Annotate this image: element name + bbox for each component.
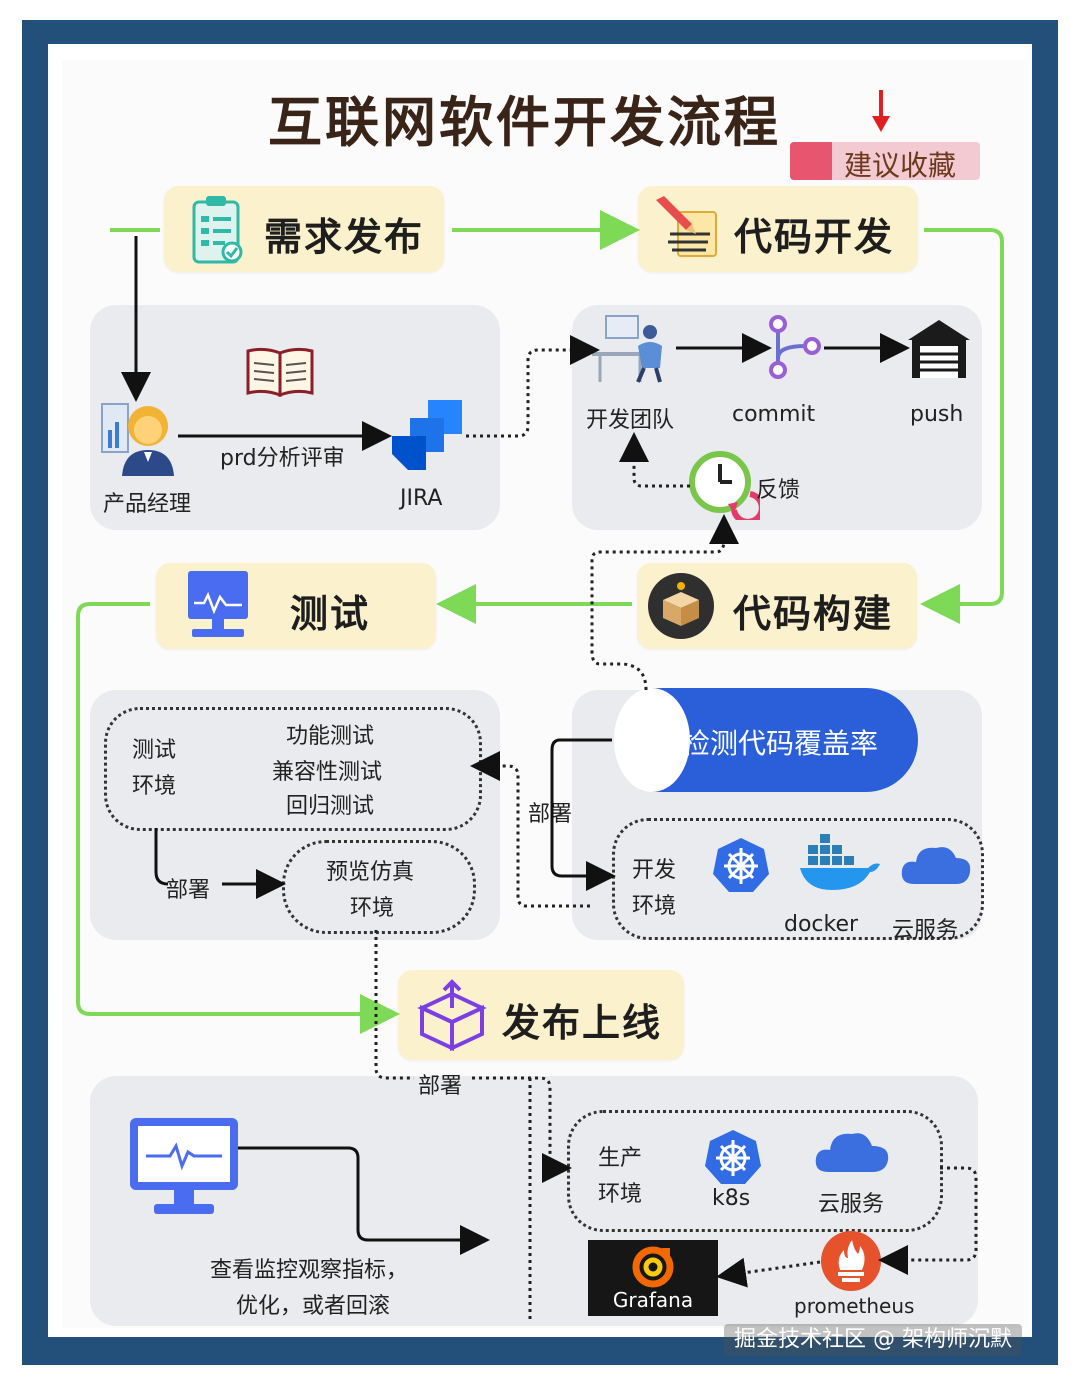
pencil-notes-icon: [650, 194, 722, 264]
git-branch-icon: [762, 314, 824, 380]
stage-coding: 代码开发: [638, 186, 918, 272]
open-book-icon: [244, 345, 316, 399]
bookmark-badge: 建议收藏: [790, 142, 980, 182]
prometheus-icon: [820, 1230, 882, 1292]
jira-label: JIRA: [400, 486, 443, 511]
stage-test-label: 测试: [290, 592, 371, 636]
page-title: 互联网软件开发流程: [268, 91, 781, 154]
jira-icon: [388, 398, 466, 472]
stage-requirement-label: 需求发布: [264, 215, 425, 259]
prod-env-label-1: 生产: [598, 1146, 643, 1171]
feedback-label: 反馈: [756, 478, 801, 503]
prod-cloud-icon: [812, 1126, 892, 1176]
build-deploy-label: 部署: [528, 802, 573, 827]
stage-build: 代码构建: [637, 563, 917, 649]
coverage-cylinder: [612, 686, 920, 794]
stage-requirement: 需求发布: [164, 186, 444, 272]
monitor-label-2: 优化，或者回滚: [236, 1294, 391, 1319]
preview-env-label-2: 环境: [350, 896, 395, 921]
test-monitor-icon: [186, 569, 250, 643]
grafana-icon: [632, 1246, 674, 1288]
release-deploy-label: 部署: [418, 1074, 463, 1099]
push-label: push: [910, 402, 964, 427]
stage-test: 测试: [156, 563, 436, 649]
k8s-icon: [704, 1128, 762, 1186]
dev-env-label-1: 开发: [632, 858, 677, 883]
regression-test-label: 回归测试: [286, 794, 375, 819]
prometheus-label: prometheus: [794, 1294, 915, 1318]
release-panel: [90, 1076, 978, 1326]
stage-release: 发布上线: [398, 970, 684, 1060]
docker-label: docker: [784, 912, 859, 937]
product-manager-label: 产品经理: [103, 492, 192, 517]
kubernetes-icon: [712, 836, 770, 894]
grafana-label: Grafana: [612, 1288, 694, 1312]
box-upload-icon: [414, 978, 490, 1052]
compat-test-label: 兼容性测试: [272, 760, 383, 785]
grafana-tile: Grafana: [588, 1240, 718, 1316]
monitor-label-1: 查看监控观察指标，: [210, 1258, 409, 1283]
warehouse-icon: [904, 316, 974, 380]
docker-icon: [798, 832, 882, 892]
commit-label: commit: [732, 402, 816, 427]
watermark: 掘金技术社区 @ 架构师沉默: [724, 1324, 1022, 1356]
stage-coding-label: 代码开发: [734, 215, 895, 259]
test-env-label-1: 测试: [132, 738, 177, 763]
monitor-icon: [128, 1116, 240, 1220]
package-icon: [647, 572, 715, 640]
product-manager-icon: [100, 400, 180, 476]
preview-env-label-1: 预览仿真: [326, 860, 415, 885]
red-arrow-icon: [866, 88, 896, 134]
dev-team-icon: [586, 312, 672, 384]
stage-release-label: 发布上线: [502, 1001, 663, 1045]
bookmark-text: 建议收藏: [844, 149, 957, 182]
prod-cloud-label: 云服务: [818, 1192, 885, 1217]
dev-team-label: 开发团队: [586, 408, 675, 433]
coverage-label: 检测代码覆盖率: [682, 727, 879, 760]
feedback-clock-icon: [688, 450, 765, 525]
build-cloud-label: 云服务: [892, 918, 959, 943]
prod-env-label-2: 环境: [598, 1182, 643, 1207]
test-deploy-label: 部署: [166, 878, 211, 903]
watermark-text: 掘金技术社区 @ 架构师沉默: [734, 1327, 1012, 1352]
stage-build-label: 代码构建: [733, 592, 894, 636]
functional-test-label: 功能测试: [286, 724, 375, 749]
k8s-label: k8s: [712, 1186, 751, 1211]
prd-review-label: prd分析评审: [220, 446, 345, 471]
clipboard-icon: [190, 194, 244, 266]
cloud-icon: [898, 840, 974, 888]
test-env-label-2: 环境: [132, 774, 177, 799]
dev-env-label-2: 环境: [632, 894, 677, 919]
